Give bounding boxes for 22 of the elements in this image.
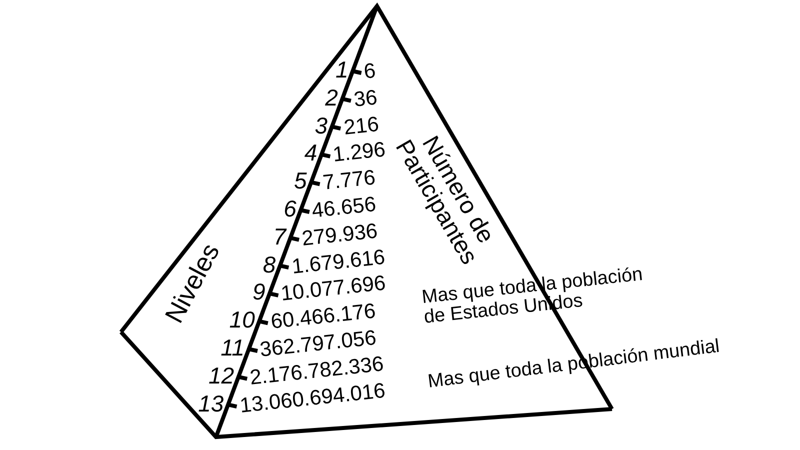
level-number: 10 [229, 308, 255, 332]
participant-count: 36 [352, 86, 378, 110]
level-number: 12 [208, 364, 234, 388]
annotation-note: Mas que toda la población mundial [426, 336, 721, 392]
participant-count: 1.296 [332, 139, 387, 166]
participant-count: 46.656 [311, 194, 378, 222]
participant-count: 10.077.696 [280, 272, 387, 305]
level-number: 6 [284, 198, 296, 220]
level-number: 5 [294, 170, 307, 193]
level-number: 9 [252, 280, 266, 304]
level-number: 3 [314, 114, 328, 138]
level-number: 7 [273, 225, 286, 248]
participant-count: 279.936 [300, 220, 379, 250]
level-number: 11 [220, 336, 244, 360]
level-number: 13 [198, 392, 224, 416]
participant-count: 7.776 [322, 167, 376, 194]
level-number: 1 [336, 58, 348, 82]
level-number: 8 [262, 253, 276, 276]
participant-count: 6 [363, 60, 378, 82]
level-number: 4 [304, 142, 318, 165]
participant-count: 216 [342, 114, 380, 138]
level-number: 2 [325, 86, 338, 110]
